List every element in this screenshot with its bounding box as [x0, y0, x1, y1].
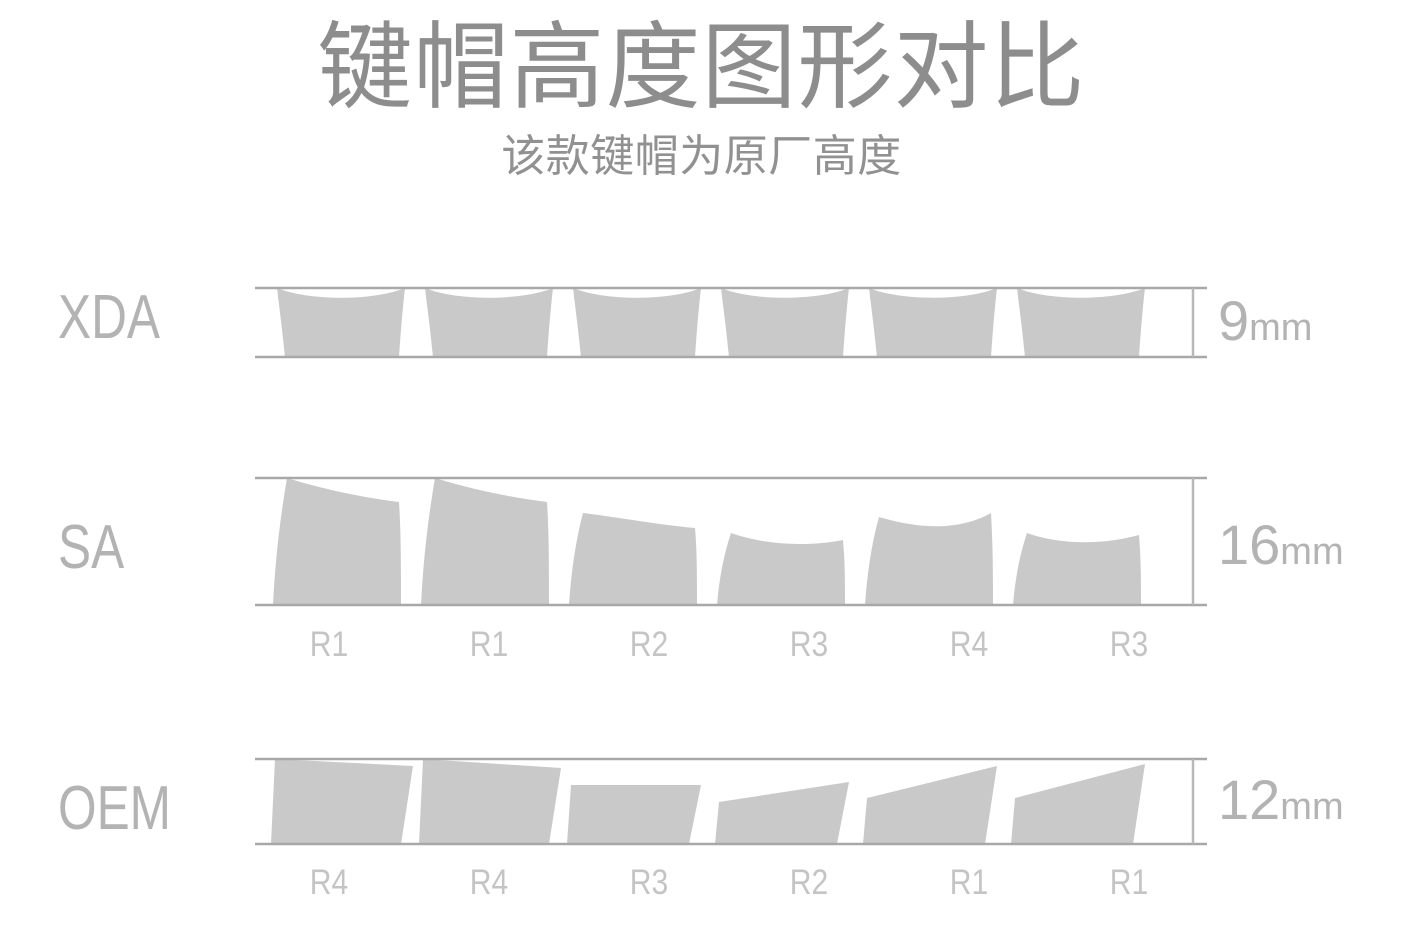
keycap-xda-5 — [869, 288, 997, 357]
xda-keycaps — [277, 288, 1145, 357]
sa-row-key-label: R4 — [949, 625, 989, 664]
profile-row-oem: OEM — [0, 740, 1403, 930]
oem-height-dimension: 12mm — [1218, 772, 1344, 828]
page-subtitle: 该款键帽为原厂高度 — [501, 131, 902, 181]
oem-keycap-diagram — [249, 740, 1209, 870]
keycap-xda-1 — [277, 288, 405, 357]
oem-row-legend: R4 R4 R3 R2 R1 R1 — [249, 865, 1209, 900]
sa-row-key-label: R1 — [469, 625, 509, 664]
sa-row-key-label: R3 — [789, 625, 829, 664]
sa-row-legend: R1 R1 R2 R3 R4 R3 — [249, 627, 1209, 662]
keycap-sa-2 — [421, 478, 549, 605]
sa-row-key-label: R2 — [629, 625, 669, 664]
sa-row-key-label: R3 — [1109, 625, 1149, 664]
keycap-xda-4 — [721, 288, 849, 357]
keycap-xda-2 — [425, 288, 553, 357]
keycap-sa-5 — [865, 513, 993, 605]
oem-keycaps — [271, 759, 1145, 844]
keycap-oem-4 — [715, 782, 849, 844]
oem-row-key-label: R2 — [789, 863, 829, 902]
profile-row-sa: SA — [0, 455, 1403, 685]
profile-label-sa: SA — [58, 513, 125, 582]
keycap-sa-1 — [273, 478, 401, 605]
sa-profile-svg — [255, 476, 1207, 607]
keycap-sa-6 — [1013, 533, 1141, 605]
oem-row-key-label: R1 — [1109, 863, 1149, 902]
profile-row-xda: XDA 9mm — [0, 265, 1403, 385]
header: 键帽高度图形对比 该款键帽为原厂高度 — [0, 0, 1403, 181]
sa-height-value: 16 — [1218, 513, 1281, 576]
keycap-xda-3 — [573, 288, 701, 357]
sa-height-unit: mm — [1280, 531, 1344, 573]
oem-height-value: 12 — [1218, 768, 1281, 831]
keycap-oem-2 — [419, 759, 561, 844]
sa-row-key-label: R1 — [309, 625, 349, 664]
oem-row-key-label: R1 — [949, 863, 989, 902]
keycap-oem-5 — [863, 766, 997, 844]
sa-height-dimension: 16mm — [1218, 517, 1344, 573]
xda-profile-svg — [255, 286, 1207, 359]
keycap-oem-3 — [567, 785, 701, 844]
xda-height-dimension: 9mm — [1218, 293, 1312, 349]
keycap-oem-6 — [1011, 764, 1145, 844]
xda-height-unit: mm — [1249, 307, 1313, 349]
profile-label-xda: XDA — [58, 283, 160, 352]
sa-keycap-diagram — [249, 455, 1209, 635]
oem-profile-svg — [255, 757, 1207, 846]
keycap-xda-6 — [1017, 288, 1145, 357]
profile-label-oem: OEM — [58, 774, 171, 843]
oem-row-key-label: R4 — [309, 863, 349, 902]
keycap-oem-1 — [271, 759, 413, 844]
xda-height-value: 9 — [1218, 289, 1250, 352]
sa-keycaps — [273, 478, 1141, 605]
oem-row-key-label: R3 — [629, 863, 669, 902]
xda-keycap-diagram — [249, 265, 1209, 390]
oem-row-key-label: R4 — [469, 863, 509, 902]
oem-height-unit: mm — [1280, 786, 1344, 828]
keycap-sa-4 — [717, 533, 845, 605]
keycap-sa-3 — [569, 513, 697, 605]
page-title: 键帽高度图形对比 — [317, 15, 1086, 121]
